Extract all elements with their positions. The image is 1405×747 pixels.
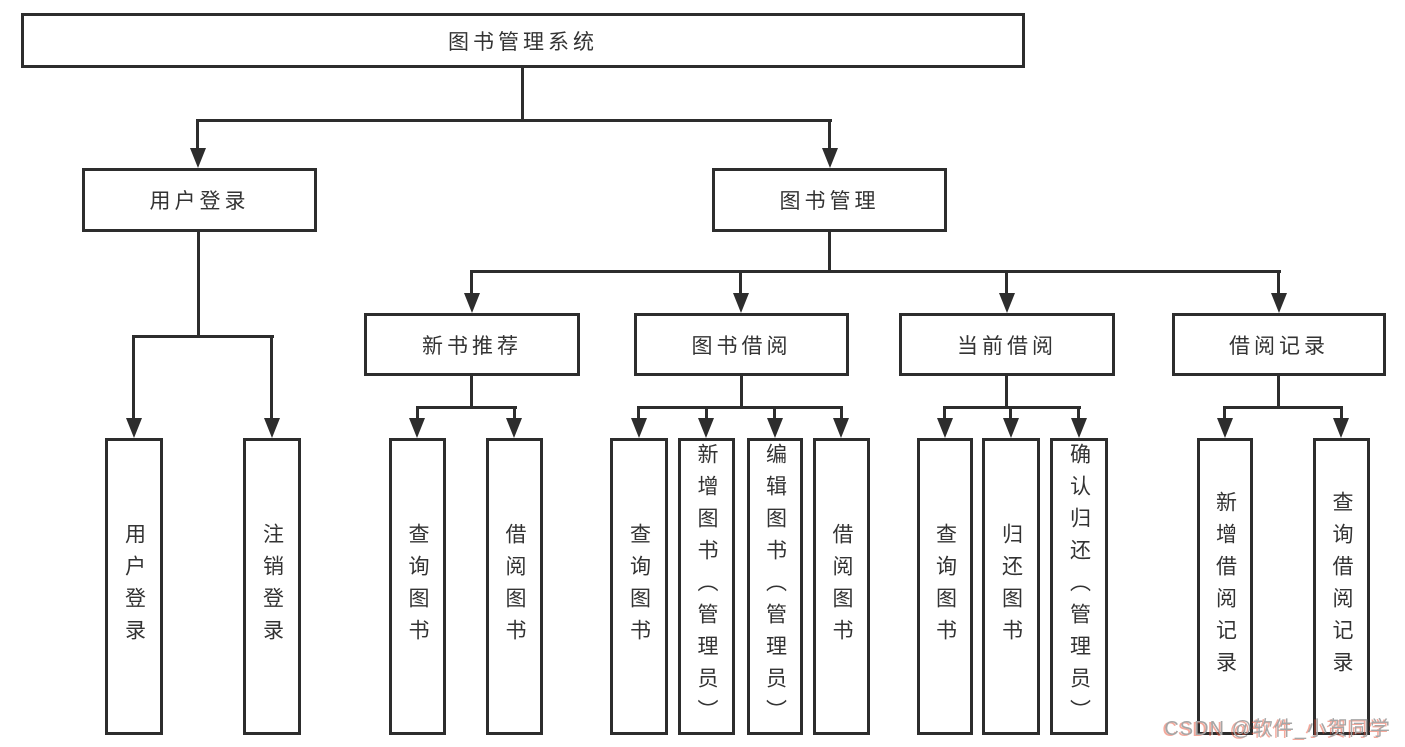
node-library-management-system: 图书管理系统	[21, 13, 1025, 68]
connector-drop-user-login	[196, 119, 199, 151]
connector-section-trunk	[1005, 376, 1008, 409]
leaf-query-books-borrow: 查询图书	[610, 438, 668, 735]
connector-section-rail	[637, 406, 843, 409]
connector-drop-leaf	[943, 406, 946, 422]
connector-section-rail	[943, 406, 1081, 409]
connector-section-rail	[1223, 406, 1343, 409]
arrow-down-icon	[1271, 293, 1287, 313]
leaf-confirm-return-admin: 确认归还（管理员）	[1050, 438, 1108, 735]
connector-section-trunk	[740, 376, 743, 409]
leaf-query-books-current: 查询图书	[917, 438, 973, 735]
leaf-add-borrow-record: 新增借阅记录	[1197, 438, 1253, 735]
connector-drop-book-management	[828, 119, 831, 151]
connector-drop-section	[470, 270, 473, 294]
arrow-down-icon	[999, 293, 1015, 313]
connector-drop-leaf	[416, 406, 419, 422]
leaf-add-books-admin: 新增图书（管理员）	[678, 438, 735, 735]
leaf-borrow-books-recommend: 借阅图书	[486, 438, 543, 735]
leaf-edit-books-admin: 编辑图书（管理员）	[747, 438, 803, 735]
node-book-management: 图书管理	[712, 168, 947, 232]
connector-user-login-rail	[132, 335, 274, 338]
node-book-borrowing: 图书借阅	[634, 313, 849, 376]
connector-user-login-trunk	[197, 232, 200, 338]
arrow-down-icon	[833, 418, 849, 438]
connector-drop-leaf	[1223, 406, 1226, 422]
connector-drop-leaf	[773, 406, 776, 422]
arrow-down-icon	[937, 418, 953, 438]
arrow-down-icon	[190, 148, 206, 168]
connector-drop-leaf	[1340, 406, 1343, 422]
arrow-down-icon	[767, 418, 783, 438]
node-new-book-recommendation: 新书推荐	[364, 313, 580, 376]
connector-drop-leaf	[1009, 406, 1012, 422]
connector-drop-leaf	[132, 335, 135, 420]
connector-drop-section	[1277, 270, 1280, 294]
connector-root-rail	[196, 119, 832, 122]
arrow-down-icon	[409, 418, 425, 438]
connector-root-trunk	[521, 68, 524, 122]
leaf-query-books-recommend: 查询图书	[389, 438, 446, 735]
arrow-down-icon	[126, 418, 142, 438]
arrow-down-icon	[506, 418, 522, 438]
arrow-down-icon	[822, 148, 838, 168]
connector-drop-leaf	[705, 406, 708, 422]
arrow-down-icon	[464, 293, 480, 313]
connector-drop-section	[739, 270, 742, 294]
arrow-down-icon	[1333, 418, 1349, 438]
connector-drop-leaf	[270, 335, 273, 420]
leaf-return-books: 归还图书	[982, 438, 1040, 735]
node-borrowing-records: 借阅记录	[1172, 313, 1386, 376]
arrow-down-icon	[733, 293, 749, 313]
connector-section-trunk	[470, 376, 473, 409]
connector-drop-leaf	[513, 406, 516, 422]
arrow-down-icon	[698, 418, 714, 438]
arrow-down-icon	[1003, 418, 1019, 438]
connector-drop-section	[1005, 270, 1008, 294]
leaf-query-borrow-record: 查询借阅记录	[1313, 438, 1370, 735]
connector-drop-leaf	[1077, 406, 1080, 422]
connector-drop-leaf	[840, 406, 843, 422]
connector-book-management-rail	[470, 270, 1281, 273]
csdn-watermark: CSDN @软件_小贺同学	[1164, 718, 1391, 740]
connector-section-rail	[416, 406, 517, 409]
leaf-user-login: 用户登录	[105, 438, 163, 735]
arrow-down-icon	[631, 418, 647, 438]
arrow-down-icon	[1217, 418, 1233, 438]
node-current-borrowing: 当前借阅	[899, 313, 1115, 376]
leaf-borrow-books: 借阅图书	[813, 438, 870, 735]
connector-drop-leaf	[637, 406, 640, 422]
node-user-login: 用户登录	[82, 168, 317, 232]
connector-section-trunk	[1277, 376, 1280, 409]
arrow-down-icon	[1071, 418, 1087, 438]
arrow-down-icon	[264, 418, 280, 438]
connector-book-management-trunk	[828, 232, 831, 273]
leaf-logout: 注销登录	[243, 438, 301, 735]
